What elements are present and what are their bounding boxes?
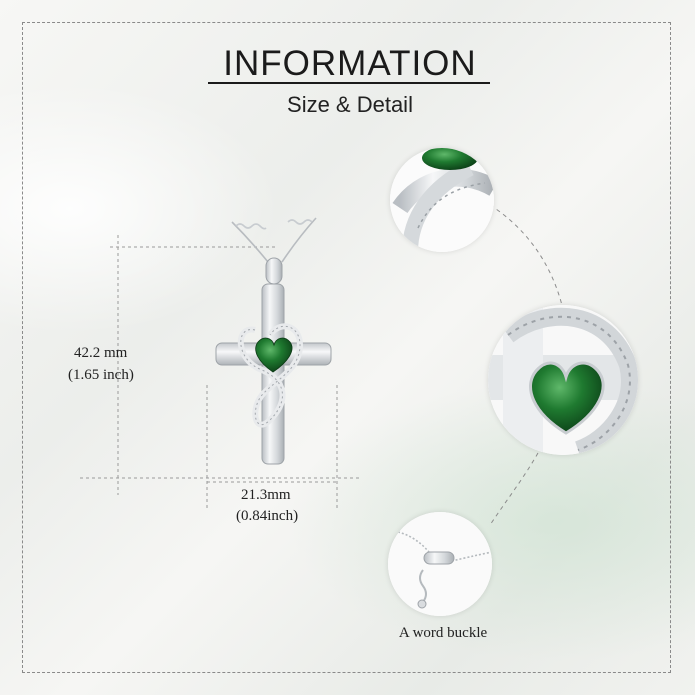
title-underline [208,82,490,84]
detail-closeup-top [390,148,494,252]
buckle-caption: A word buckle [398,625,488,641]
dashed-frame [22,22,671,673]
height-mm-label: 42.2 mm [74,345,128,361]
chain [231,217,317,263]
width-mm-label: 21.3mm [241,487,291,503]
width-inch-label: (0.84inch) [236,508,299,524]
detail-closeup-heart [488,305,638,455]
height-inch-label: (1.65 inch) [68,367,134,383]
page-subtitle: Size & Detail [287,92,413,117]
heart-gem [255,337,293,373]
cross-pendant [215,283,332,465]
detail-closeup-buckle [388,512,492,616]
page-title: INFORMATION [223,44,477,83]
dimension-lines [80,235,360,508]
